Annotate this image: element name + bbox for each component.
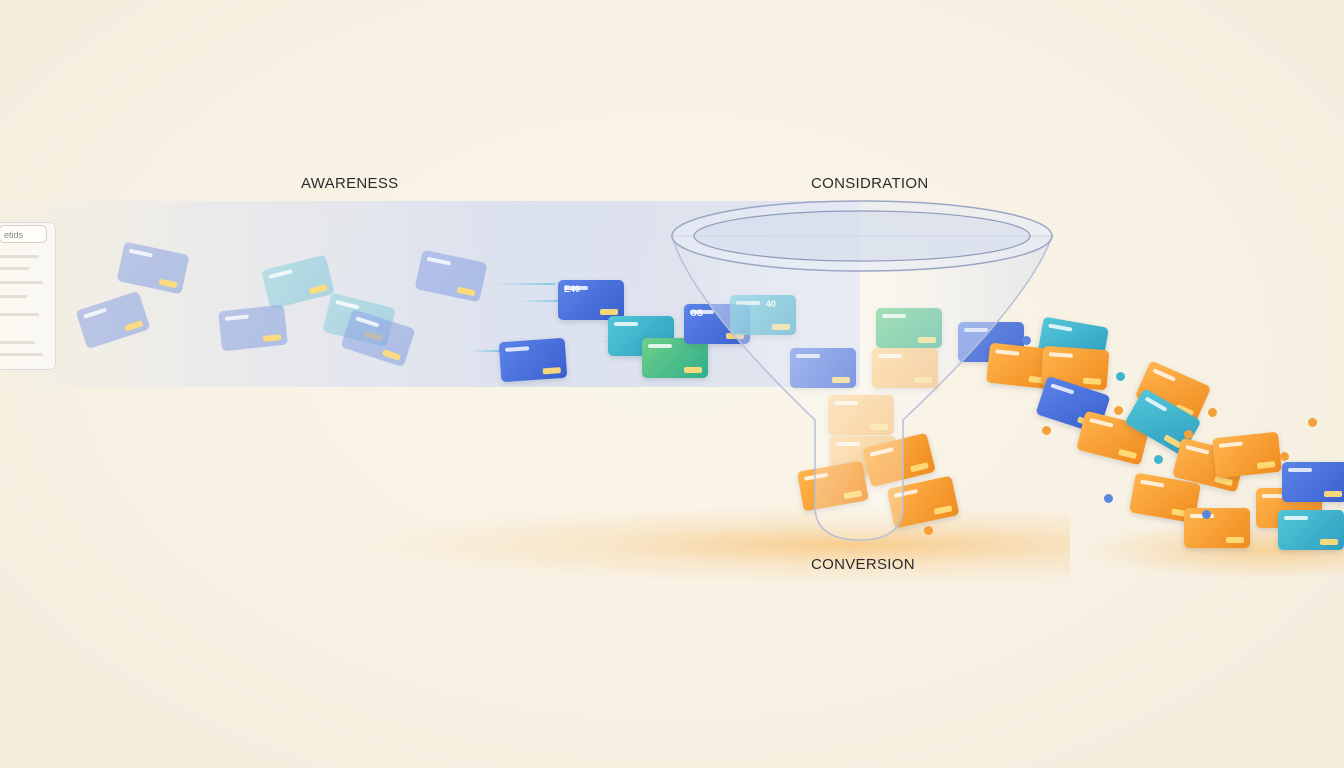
panel-line <box>0 353 43 356</box>
awareness-label: AWARENESS <box>301 175 399 192</box>
funnel-body <box>671 235 1054 541</box>
particle-icon <box>1114 406 1123 415</box>
panel-line <box>0 341 35 344</box>
motion-streak <box>520 300 560 302</box>
conversion-glow <box>350 505 1070 585</box>
particle-icon <box>1154 455 1163 464</box>
particle-icon <box>1104 494 1113 503</box>
card-label: E40 <box>564 284 581 294</box>
particle-icon <box>1308 418 1317 427</box>
ad-card <box>642 338 708 378</box>
particle-icon <box>1202 510 1211 519</box>
funnel-rim-inner <box>693 210 1031 262</box>
ad-card <box>1282 462 1344 502</box>
particle-icon <box>1042 426 1051 435</box>
motion-streak <box>470 350 500 352</box>
particle-icon <box>1184 430 1193 439</box>
particle-icon <box>1208 408 1217 417</box>
conversion-label: CONVERSION <box>811 556 915 573</box>
side-panel-search[interactable]: etids <box>0 225 47 243</box>
panel-line <box>0 295 27 298</box>
particle-icon <box>1022 336 1031 345</box>
particle-icon <box>924 526 933 535</box>
particle-icon <box>1280 452 1289 461</box>
panel-line <box>0 255 39 258</box>
side-panel: etids <box>0 222 56 370</box>
consideration-label: CONSIDRATION <box>811 175 929 192</box>
motion-streak <box>495 283 555 285</box>
ad-card: E40 <box>558 280 624 320</box>
panel-line <box>0 281 43 284</box>
card-label: OS <box>690 308 704 318</box>
ad-card <box>1278 510 1344 550</box>
panel-line <box>0 267 29 270</box>
particle-icon <box>1116 372 1125 381</box>
panel-line <box>0 313 39 316</box>
